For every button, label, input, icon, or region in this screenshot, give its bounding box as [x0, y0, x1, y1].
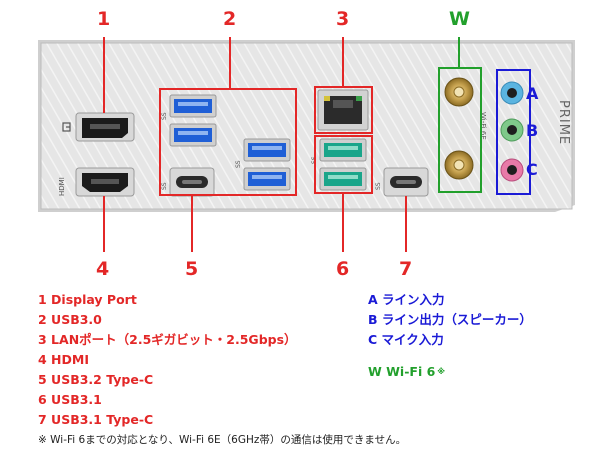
- wifi-antenna-connector-bottom: [444, 150, 474, 180]
- usb3-port-right-top: [243, 138, 291, 162]
- callout-c: C: [526, 160, 538, 179]
- legend-item-7: 7 USB3.1 Type-C: [38, 412, 154, 427]
- leader-lines: [103, 37, 460, 252]
- usb-ss-label-left: SS: [161, 112, 168, 120]
- callout-a: A: [526, 84, 539, 103]
- usb-type-c-port-right: [383, 167, 429, 197]
- brand-panel-label: PRIME: [556, 100, 571, 145]
- audio-jack-mic: [500, 158, 524, 182]
- hdmi-panel-label: HDMI: [58, 177, 66, 196]
- hdmi-port: [75, 167, 135, 197]
- usb3-port-right-bottom: [243, 167, 291, 191]
- callout-b: B: [526, 121, 539, 140]
- highlight-box-audio: [496, 69, 531, 195]
- wifi-panel-label: Wi-Fi 6E: [479, 112, 487, 140]
- callout-2: 2: [223, 8, 237, 30]
- usb3-port-top: [169, 94, 217, 118]
- usb-ss-label-right: SS: [235, 160, 242, 168]
- legend-item-6: 6 USB3.1: [38, 392, 102, 407]
- callout-4: 4: [96, 258, 110, 280]
- legend-item-1: 1 Display Port: [38, 292, 137, 307]
- audio-jack-line-out: [500, 118, 524, 142]
- highlight-box-usb3: [159, 88, 297, 196]
- usb3-port-bottom: [169, 123, 217, 147]
- usb-ss-label-typec-right: SS: [375, 182, 382, 190]
- legend-item-4: 4 HDMI: [38, 352, 89, 367]
- usb-ss-label-typec: SS: [161, 182, 168, 190]
- audio-jack-line-in: [500, 81, 524, 105]
- legend-item-c: C マイク入力: [368, 332, 444, 347]
- callout-5: 5: [185, 258, 199, 280]
- callout-7: 7: [399, 258, 413, 280]
- legend-item-b: B ライン出力（スピーカー）: [368, 312, 532, 327]
- footnote: ※ Wi-Fi 6までの対応となり、Wi-Fi 6E（6GHz帯）の通信は使用で…: [38, 434, 407, 446]
- callout-6: 6: [336, 258, 350, 280]
- legend-port-list: 1 Display Port 2 USB3.0 3 LANポート（2.5ギガビッ…: [38, 290, 297, 430]
- legend-item-a: A ライン入力: [368, 292, 445, 307]
- usb31-port-top: [319, 138, 367, 162]
- callout-w: W: [449, 8, 470, 30]
- legend-item-3: 3 LANポート（2.5ギガビット・2.5Gbps）: [38, 332, 297, 347]
- legend-wifi-label: W Wi-Fi 6: [368, 364, 436, 379]
- legend-item-2: 2 USB3.0: [38, 312, 102, 327]
- usb-type-c-port-left: [169, 167, 215, 197]
- legend-audio-list: A ライン入力 B ライン出力（スピーカー） C マイク入力: [368, 290, 532, 350]
- wifi-antenna-connector-top: [444, 77, 474, 107]
- displayport-icon: [62, 122, 71, 132]
- lan-port: [317, 89, 369, 131]
- legend-item-5: 5 USB3.2 Type-C: [38, 372, 154, 387]
- callout-1: 1: [97, 8, 111, 30]
- displayport-port: [75, 112, 135, 142]
- callout-3: 3: [336, 8, 350, 30]
- legend-item-wifi: W Wi-Fi 6※: [368, 362, 445, 382]
- legend-wifi-footnote-mark: ※: [437, 367, 446, 376]
- usb31-port-bottom: [319, 167, 367, 191]
